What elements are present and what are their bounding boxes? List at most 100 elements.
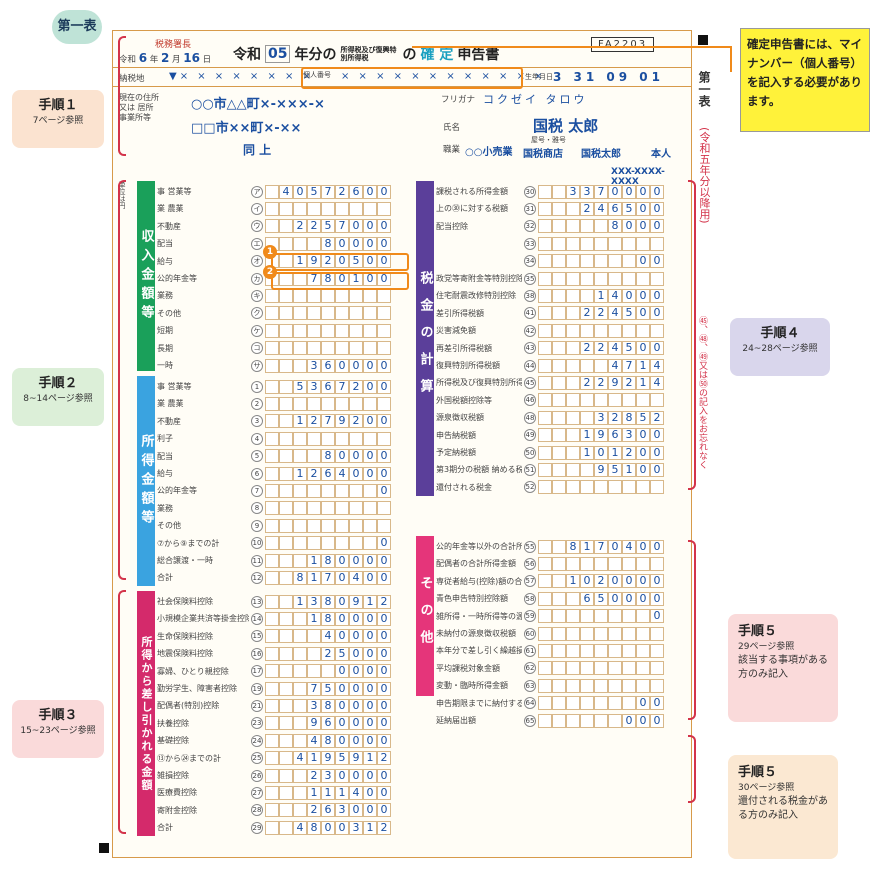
digit-cell[interactable]: 7 (594, 539, 608, 554)
amount-cells[interactable] (538, 271, 664, 286)
digit-cell[interactable]: 5 (622, 341, 636, 356)
digit-cell[interactable] (566, 219, 580, 234)
digit-cell[interactable]: 0 (377, 483, 391, 498)
digit-cell[interactable] (580, 643, 594, 658)
digit-cell[interactable] (293, 483, 307, 498)
digit-cell[interactable] (335, 201, 349, 216)
digit-cell[interactable] (349, 518, 363, 533)
digit-cell[interactable] (538, 713, 552, 728)
digit-cell[interactable] (321, 201, 335, 216)
digit-cell[interactable]: 0 (363, 803, 377, 818)
digit-cell[interactable]: 8 (293, 570, 307, 585)
digit-cell[interactable]: 0 (363, 785, 377, 800)
digit-cell[interactable] (265, 646, 279, 661)
digit-cell[interactable]: 4 (608, 358, 622, 373)
digit-cell[interactable]: 0 (349, 733, 363, 748)
digit-cell[interactable] (538, 184, 552, 199)
digit-cell[interactable] (622, 271, 636, 286)
digit-cell[interactable] (377, 341, 391, 356)
digit-cell[interactable]: 2 (580, 341, 594, 356)
digit-cell[interactable] (321, 518, 335, 533)
digit-cell[interactable]: 1 (580, 539, 594, 554)
amount-cells[interactable] (265, 306, 391, 321)
digit-cell[interactable]: 2 (349, 379, 363, 394)
digit-cell[interactable] (636, 643, 650, 658)
digit-cell[interactable]: 0 (349, 646, 363, 661)
digit-cell[interactable]: 2 (377, 820, 391, 835)
digit-cell[interactable]: 0 (363, 553, 377, 568)
digit-cell[interactable]: 0 (349, 681, 363, 696)
digit-cell[interactable]: 9 (349, 594, 363, 609)
digit-cell[interactable] (265, 698, 279, 713)
digit-cell[interactable]: 2 (321, 646, 335, 661)
digit-cell[interactable]: 7 (335, 219, 349, 234)
digit-cell[interactable] (307, 431, 321, 446)
digit-cell[interactable]: 0 (349, 716, 363, 731)
digit-cell[interactable] (622, 626, 636, 641)
digit-cell[interactable]: 7 (307, 271, 321, 286)
digit-cell[interactable] (594, 713, 608, 728)
digit-cell[interactable] (552, 306, 566, 321)
digit-cell[interactable]: 2 (622, 445, 636, 460)
amount-cells[interactable] (538, 678, 664, 693)
digit-cell[interactable]: 4 (321, 629, 335, 644)
digit-cell[interactable]: 2 (608, 410, 622, 425)
digit-cell[interactable]: 0 (363, 570, 377, 585)
digit-cell[interactable]: 0 (349, 358, 363, 373)
digit-cell[interactable]: 0 (363, 768, 377, 783)
digit-cell[interactable] (538, 306, 552, 321)
digit-cell[interactable] (279, 396, 293, 411)
digit-cell[interactable]: 0 (594, 445, 608, 460)
digit-cell[interactable]: 1 (566, 574, 580, 589)
digit-cell[interactable] (538, 393, 552, 408)
digit-cell[interactable] (552, 254, 566, 269)
digit-cell[interactable] (265, 358, 279, 373)
digit-cell[interactable]: 3 (307, 594, 321, 609)
digit-cell[interactable]: 0 (293, 184, 307, 199)
digit-cell[interactable] (538, 539, 552, 554)
digit-cell[interactable] (335, 396, 349, 411)
digit-cell[interactable]: 0 (335, 820, 349, 835)
digit-cell[interactable]: 0 (349, 611, 363, 626)
digit-cell[interactable] (279, 716, 293, 731)
amount-cells[interactable] (265, 201, 391, 216)
digit-cell[interactable] (279, 379, 293, 394)
digit-cell[interactable] (566, 323, 580, 338)
digit-cell[interactable] (622, 609, 636, 624)
digit-cell[interactable] (279, 219, 293, 234)
digit-cell[interactable]: 2 (307, 414, 321, 429)
digit-cell[interactable] (580, 678, 594, 693)
digit-cell[interactable] (265, 803, 279, 818)
digit-cell[interactable] (377, 306, 391, 321)
digit-cell[interactable] (580, 288, 594, 303)
digit-cell[interactable] (636, 556, 650, 571)
digit-cell[interactable] (335, 431, 349, 446)
digit-cell[interactable] (552, 410, 566, 425)
digit-cell[interactable] (594, 480, 608, 495)
digit-cell[interactable] (636, 271, 650, 286)
digit-cell[interactable] (552, 375, 566, 390)
digit-cell[interactable] (265, 466, 279, 481)
digit-cell[interactable] (279, 483, 293, 498)
digit-cell[interactable]: 0 (349, 664, 363, 679)
digit-cell[interactable]: 3 (622, 428, 636, 443)
digit-cell[interactable]: 6 (608, 428, 622, 443)
digit-cell[interactable] (349, 323, 363, 338)
digit-cell[interactable] (349, 483, 363, 498)
digit-cell[interactable]: 7 (594, 184, 608, 199)
digit-cell[interactable]: 1 (307, 785, 321, 800)
digit-cell[interactable] (538, 574, 552, 589)
digit-cell[interactable] (265, 785, 279, 800)
digit-cell[interactable]: 0 (622, 219, 636, 234)
digit-cell[interactable]: 1 (307, 553, 321, 568)
digit-cell[interactable]: 1 (307, 751, 321, 766)
digit-cell[interactable] (538, 661, 552, 676)
digit-cell[interactable] (321, 341, 335, 356)
